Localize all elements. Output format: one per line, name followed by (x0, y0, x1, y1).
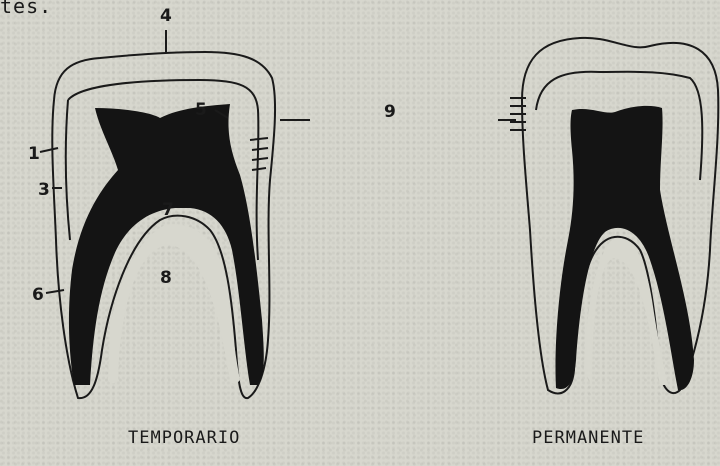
label-7: 7 (162, 200, 174, 220)
caption-temporary: TEMPORARIO (128, 428, 240, 448)
leader-6 (46, 290, 64, 293)
label-5: 5 (195, 100, 207, 120)
label-3: 3 (38, 180, 50, 200)
leader-1 (40, 148, 58, 152)
caption-permanent: PERMANENTE (532, 428, 644, 448)
label-8: 8 (160, 268, 172, 288)
label-1: 1 (28, 144, 40, 164)
label-4: 4 (160, 6, 172, 26)
label-6: 6 (32, 285, 44, 305)
label-9: 9 (384, 102, 396, 122)
